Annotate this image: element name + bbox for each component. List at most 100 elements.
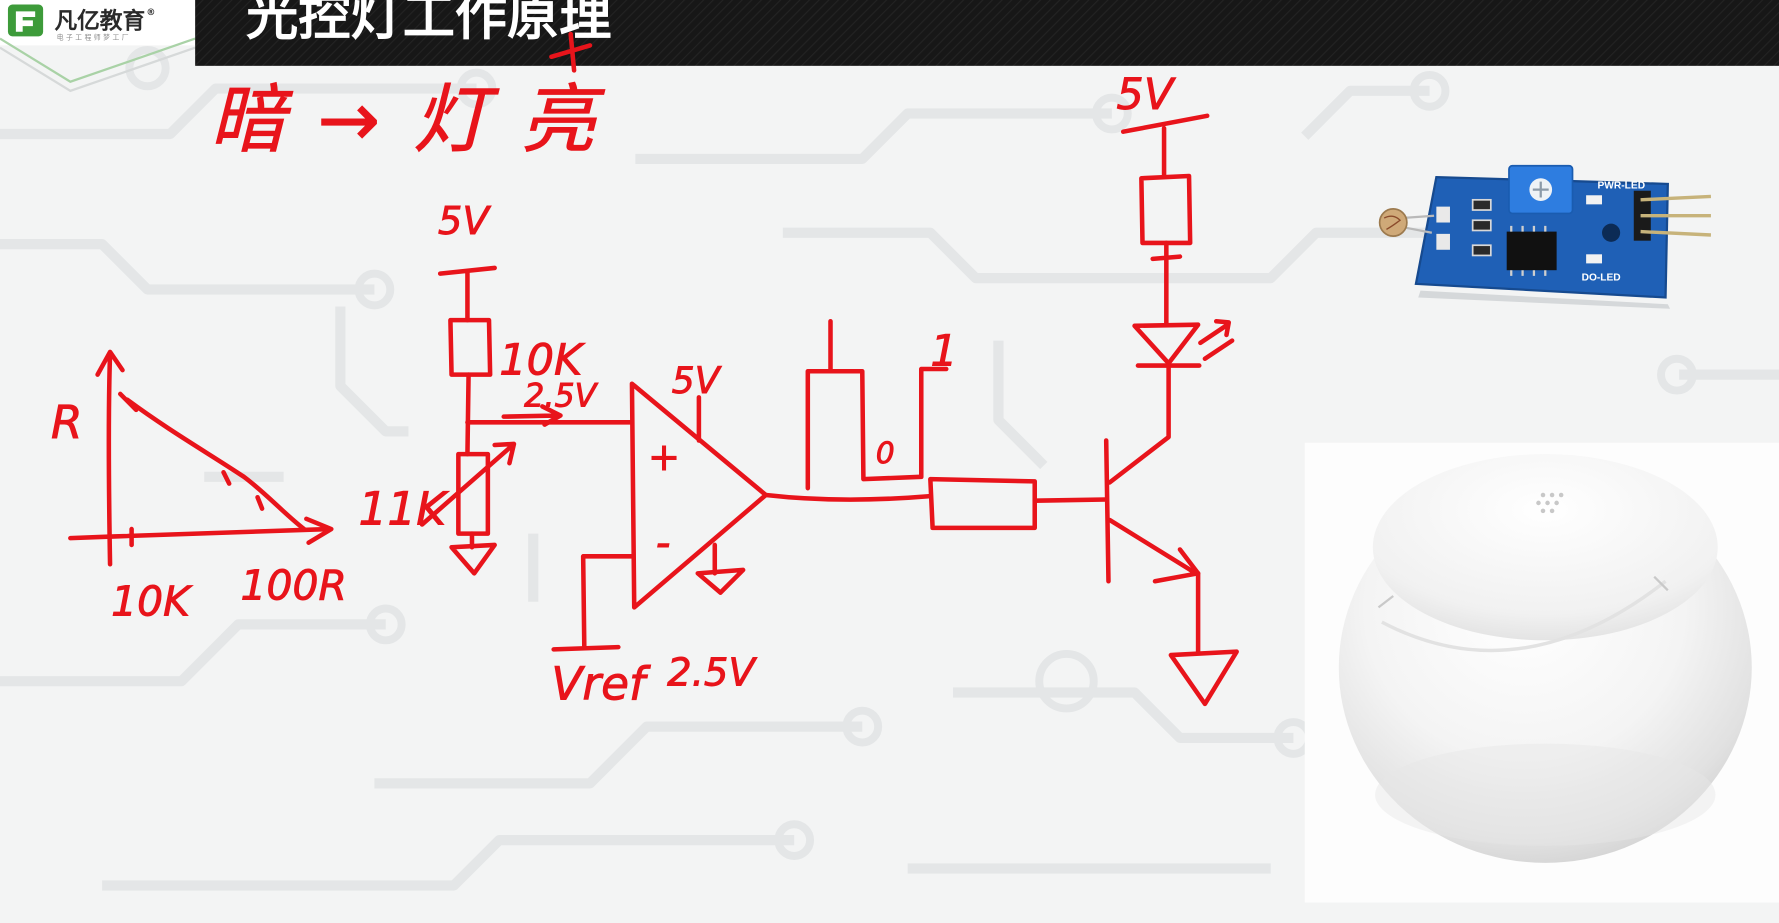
- logo-icon-mark: [15, 11, 36, 32]
- transistor-emitter: [1107, 517, 1199, 576]
- resistance-graph: R 10K 100R: [51, 349, 347, 626]
- logo-chevron-green: [0, 37, 196, 83]
- op-amp-ground-symbol: [695, 567, 746, 595]
- resistor-value-label: 10K: [499, 336, 586, 386]
- do-led-component: [1586, 254, 1603, 264]
- photoresistor-leg: [1402, 225, 1433, 234]
- led-light-arrows: [1198, 319, 1235, 362]
- smd-component: [1436, 206, 1450, 223]
- background-trace: [782, 227, 1453, 284]
- lamp-speaker-holes: [1536, 492, 1564, 514]
- supply-right-label: 5V: [1116, 70, 1175, 120]
- graph-x-axis: [68, 526, 332, 541]
- background-trace: [953, 687, 1294, 744]
- speaker-hole: [1554, 500, 1559, 506]
- divider-wire: [465, 372, 471, 457]
- background-via: [842, 706, 883, 747]
- background-trace: [335, 306, 409, 437]
- background-trace: [374, 721, 863, 789]
- graph-x-label-left: 10K: [111, 577, 193, 625]
- logo-brand-name: 凡亿教育: [54, 7, 145, 34]
- speaker-hole: [1558, 492, 1564, 498]
- title-bar-background: [195, 0, 1779, 66]
- supply-left-rail: [437, 265, 497, 323]
- transistor-collector: [1107, 363, 1171, 485]
- background-via: [365, 604, 406, 645]
- header-pin: [1640, 194, 1712, 202]
- output-waveform: [805, 319, 949, 491]
- pwr-led-component: [1586, 195, 1603, 205]
- speaker-hole: [1545, 500, 1550, 506]
- smd-component: [1471, 219, 1492, 232]
- background-via: [456, 68, 497, 109]
- logo-registered-mark: ®: [146, 8, 155, 18]
- background-trace: [1301, 85, 1430, 140]
- smd-component: [1471, 198, 1492, 211]
- dome-lamp-image: [1304, 442, 1779, 903]
- graph-y-axis: [106, 351, 113, 567]
- graph-curve: [124, 397, 307, 532]
- base-wire: [1032, 497, 1109, 503]
- waveform-high-label: 1: [930, 327, 957, 377]
- emitter-ground-symbol: [1168, 649, 1239, 707]
- waveform-low-label: 0: [876, 436, 895, 470]
- comparator-chip: [1506, 231, 1557, 271]
- title-bar: 光控灯工作原理: [195, 0, 1779, 66]
- header-pin: [1640, 229, 1712, 237]
- vref-value-label: 2.5V: [667, 651, 757, 696]
- transistor-base-bar: [1103, 438, 1111, 584]
- divider-voltage-label: 2.5V: [524, 378, 598, 414]
- photoresistor-component: [1378, 208, 1408, 237]
- pwr-led-label: PWR-LED: [1597, 180, 1645, 191]
- vref-bar: [551, 644, 621, 652]
- supply-right-rail: [1120, 113, 1210, 179]
- op-amp-supply-label: 5V: [672, 359, 722, 402]
- photoresistor-trace: [1383, 215, 1402, 230]
- logo-tagline: 电子工程师梦工厂: [57, 33, 131, 42]
- op-amp-minus-label: -: [656, 518, 671, 566]
- background-trace: [102, 835, 795, 891]
- op-amp-output-wire: [763, 492, 933, 502]
- resistor-10k: [448, 317, 493, 377]
- potentiometer-slot: [1532, 181, 1549, 198]
- smd-component: [1436, 233, 1450, 250]
- background-via: [1409, 70, 1450, 111]
- supply-left-label: 5V: [438, 199, 492, 244]
- transistor-led-circuit: 5V: [1103, 70, 1239, 707]
- background-via: [1035, 649, 1098, 713]
- base-resistor: [928, 476, 1037, 531]
- logo-chevron-grey: [0, 46, 196, 93]
- lamp-rim-line: [1381, 579, 1667, 653]
- background-trace: [0, 238, 375, 295]
- headline-stroke: [549, 31, 593, 73]
- speaker-hole: [1549, 492, 1555, 498]
- do-led-label: DO-LED: [1582, 272, 1621, 283]
- led-resistor: [1139, 173, 1193, 246]
- divider-ground-symbol: [449, 542, 497, 576]
- background-trace: [0, 83, 477, 140]
- comparator-op-amp: + - 5V Vref 2.5V: [551, 358, 769, 711]
- voltage-divider: 5V 10K 2.5V: [419, 198, 634, 576]
- op-amp-plus-label: +: [648, 435, 680, 480]
- smd-component: [1471, 244, 1492, 257]
- vref-wire: [580, 554, 635, 650]
- speaker-hole: [1540, 508, 1546, 514]
- speaker-hole: [1540, 492, 1546, 498]
- led-triangle: [1132, 322, 1201, 366]
- lamp-edge-highlight: [1377, 575, 1669, 609]
- module-shadow: [1418, 290, 1671, 309]
- graph-y-axis-arrow: [95, 349, 125, 377]
- graph-axis-label: R: [51, 396, 83, 449]
- speaker-hole: [1536, 500, 1541, 506]
- background-via: [354, 269, 395, 310]
- graph-curve-marks: [117, 391, 265, 548]
- vref-label: Vref: [551, 657, 651, 710]
- background-via: [1657, 354, 1697, 395]
- graph-x-axis-arrow: [304, 516, 334, 545]
- photoresistor: [456, 451, 491, 536]
- background-via: [125, 45, 170, 91]
- graph-x-label-right: 100R: [241, 561, 347, 609]
- background-trace: [993, 340, 1048, 470]
